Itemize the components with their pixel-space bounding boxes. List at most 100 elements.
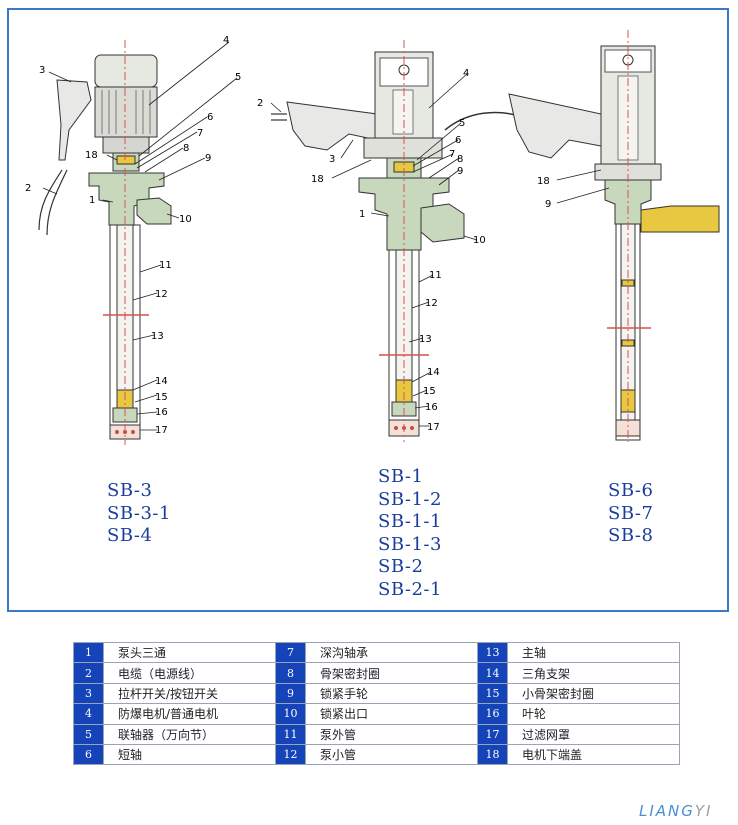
motor-left [94,54,158,88]
callout-label: 6 [455,135,461,146]
pump-right [508,30,720,442]
callout-label: 13 [151,331,164,342]
callout-label: 16 [425,402,438,413]
part-number: 18 [477,743,508,766]
pump-middle [271,40,520,442]
callout-label: 9 [457,166,463,177]
callout-label: 6 [207,112,213,123]
callout-label: 4 [463,68,469,79]
part-number: 5 [73,723,104,745]
callout-label: 3 [39,65,45,76]
callout-label: 5 [459,118,465,129]
part-name: 骨架密封圈 [305,662,478,684]
part-name: 三角支架 [507,662,680,684]
brand-logo: LIANGYI [639,802,712,820]
table-row: 5 联轴器（万向节） 11 泵外管 17 过滤网罩 [73,723,680,745]
part-number: 11 [275,723,306,745]
callout-label: 8 [457,154,463,165]
part-name: 小骨架密封圈 [507,682,680,705]
handle-left [56,79,92,161]
part-name: 联轴器（万向节） [103,723,276,745]
cable-left [38,169,63,231]
part-name: 泵小管 [305,743,478,766]
callout-label: 12 [425,298,438,309]
part-number: 8 [275,662,306,684]
part-number: 7 [275,641,306,664]
part-number: 1 [73,641,104,664]
callout-label: 18 [537,176,550,187]
part-number: 3 [73,682,104,705]
part-name: 叶轮 [507,703,680,725]
part-number: 16 [477,703,508,725]
table-row: 3 拉杆开关/按钮开关 9 锁紧手轮 15 小骨架密封圈 [73,682,680,705]
callout-label: 1 [359,209,365,220]
model-group-right: SB-6 SB-7 SB-8 [608,480,653,548]
callout-label: 9 [545,199,551,210]
table-row: 2 电缆（电源线） 8 骨架密封圈 14 三角支架 [73,662,680,684]
table-row: 1 泵头三通 7 深沟轴承 13 主轴 [73,641,680,664]
part-name: 泵头三通 [103,641,276,664]
model-label: SB-2 [378,556,424,578]
part-name: 锁紧出口 [305,703,478,725]
part-number: 13 [477,641,508,664]
part-number: 10 [275,703,306,725]
handle-right [508,93,602,159]
callout-label: 17 [155,425,168,436]
part-name: 深沟轴承 [305,641,478,664]
logo-suffix: YI [694,802,713,820]
callout-label: 10 [473,235,486,246]
callout-label: 18 [85,150,98,161]
callout-label: 14 [427,367,440,378]
outlet-left [136,197,172,225]
part-name: 锁紧手轮 [305,682,478,705]
callout-label: 2 [25,183,31,194]
table-row: 4 防爆电机/普通电机 10 锁紧出口 16 叶轮 [73,703,680,725]
callout-label: 7 [449,149,455,160]
part-number: 15 [477,682,508,705]
callout-label: 11 [159,260,172,271]
model-label: SB-7 [608,502,654,524]
part-number: 4 [73,703,104,725]
model-label: SB-6 [608,480,654,501]
callout-label: 8 [183,143,189,154]
pump-diagram: 1 2 3 4 5 6 7 8 9 10 11 12 13 14 15 16 1… [25,30,720,445]
part-number: 2 [73,662,104,684]
model-group-left: SB-3 SB-3-1 SB-4 [107,480,171,548]
callout-label: 16 [155,407,168,418]
callout-label: 11 [429,270,442,281]
part-number: 12 [275,743,306,766]
callout-label: 10 [179,214,192,225]
part-name: 主轴 [507,641,680,664]
part-name: 短轴 [103,743,276,766]
callout-label: 13 [419,334,432,345]
pump-head-middle [358,177,450,251]
table-row: 6 短轴 12 泵小管 18 电机下端盖 [73,743,680,766]
model-label: SB-1 [378,466,424,487]
model-label: SB-1-1 [378,511,442,533]
outlet-right [640,205,720,233]
part-name: 拉杆开关/按钮开关 [103,682,276,705]
part-number: 14 [477,662,508,684]
part-name: 电缆（电源线） [103,662,276,684]
callouts-left: 1 2 3 4 5 6 7 8 9 10 11 12 13 14 15 16 1… [25,35,241,436]
model-label: SB-2-1 [378,578,442,600]
model-label: SB-8 [608,525,654,547]
logo-main: LIANG [639,802,695,820]
callout-label: 3 [329,154,335,165]
pump-left [38,40,172,445]
part-number: 9 [275,682,306,705]
part-name: 防爆电机/普通电机 [103,703,276,725]
part-name: 电机下端盖 [507,743,680,766]
model-label: SB-4 [107,525,153,547]
part-number: 17 [477,723,508,745]
part-number: 6 [73,743,104,766]
callout-label: 14 [155,376,168,387]
callout-label: 1 [89,195,95,206]
part-name: 泵外管 [305,723,478,745]
model-label: SB-1-2 [378,488,442,510]
part-name: 过滤网罩 [507,723,680,745]
model-label: SB-1-3 [378,533,442,555]
callout-label: 7 [197,128,203,139]
model-label: SB-3-1 [107,502,171,524]
model-group-middle: SB-1 SB-1-2 SB-1-1 SB-1-3 SB-2 SB-2-1 [378,466,442,602]
